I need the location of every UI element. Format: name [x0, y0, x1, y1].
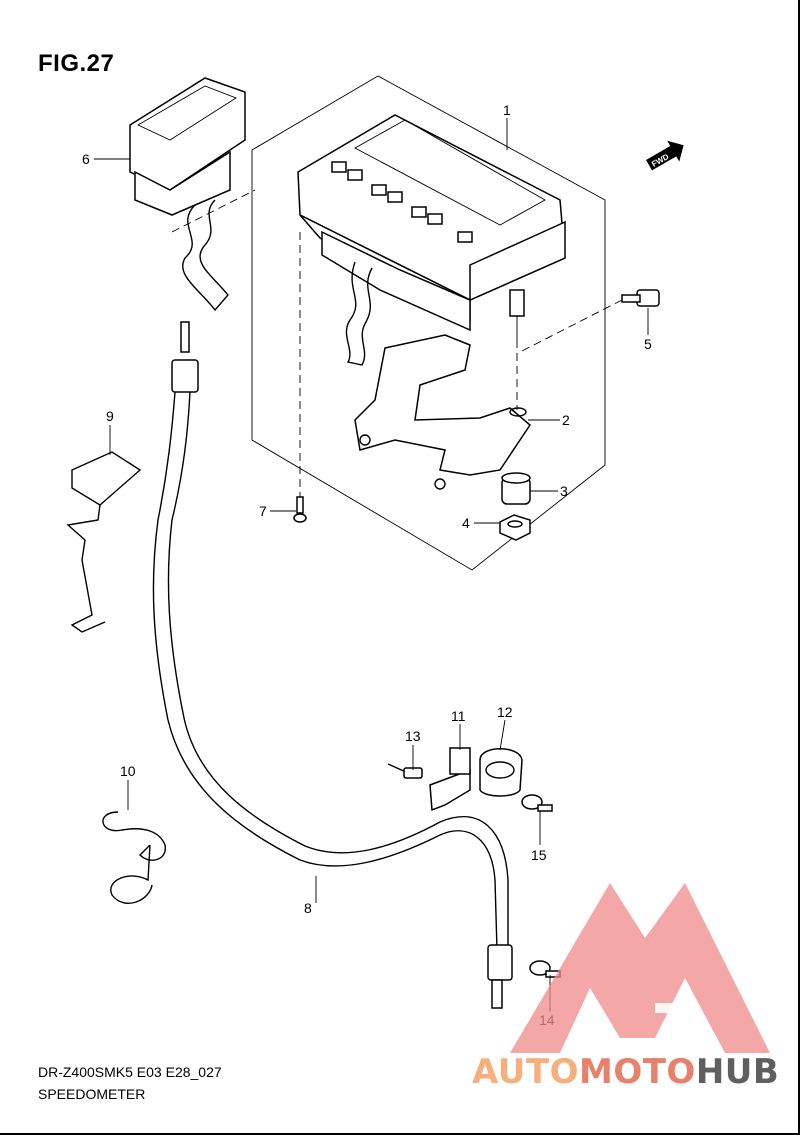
watermark-part-moto: MOTO [578, 1052, 696, 1092]
part-15-screw [521, 794, 553, 812]
part-4-collar [499, 514, 531, 541]
part-5-bolt [519, 289, 660, 353]
model-code: DR-Z400SMK5 E03 E28_027 [38, 1064, 222, 1080]
part-1-speedometer-meter [297, 114, 566, 500]
watermark-logo [510, 883, 770, 1053]
callout-15: 15 [531, 847, 547, 863]
part-12-clamp [479, 748, 523, 797]
figure-title: FIG.27 [38, 50, 115, 77]
meter-buttons [331, 161, 473, 243]
callout-10: 10 [120, 763, 136, 779]
watermark-triangle-icon [510, 883, 770, 1053]
callout-1: 1 [503, 102, 511, 118]
callout-11: 11 [451, 708, 466, 724]
watermark-wordmark: AUTOMOTOHUB [472, 1052, 779, 1092]
part-6-indicator-housing [129, 77, 256, 312]
part-10-cable-clamp [102, 811, 166, 904]
fwd-arrow-icon: FWD [646, 140, 684, 171]
callout-7: 7 [259, 503, 267, 519]
callout-8: 8 [304, 900, 312, 916]
callout-9: 9 [106, 408, 114, 424]
part-7-screw [293, 496, 307, 523]
callout-3: 3 [560, 483, 568, 499]
watermark-part-auto: AUTO [472, 1052, 579, 1092]
section-name: SPEEDOMETER [38, 1086, 146, 1102]
part-11-clip-bracket [429, 747, 471, 812]
callout-13: 13 [405, 728, 421, 744]
part-13-rivet [387, 763, 423, 779]
callout-4: 4 [462, 515, 470, 531]
callout-12: 12 [497, 704, 513, 720]
part-9-cable-guide [66, 451, 142, 633]
assembly-group-outline [251, 75, 606, 571]
watermark-part-hub: HUB [695, 1052, 780, 1092]
leader-lines [94, 118, 649, 1012]
callout-5: 5 [644, 336, 652, 352]
callout-2: 2 [562, 412, 570, 428]
part-14-screw [529, 960, 561, 978]
part-3-grommet [501, 472, 531, 505]
callout-6: 6 [82, 151, 90, 167]
part-2-meter-bracket [354, 334, 531, 476]
part-8-speedometer-cable [152, 321, 513, 1009]
